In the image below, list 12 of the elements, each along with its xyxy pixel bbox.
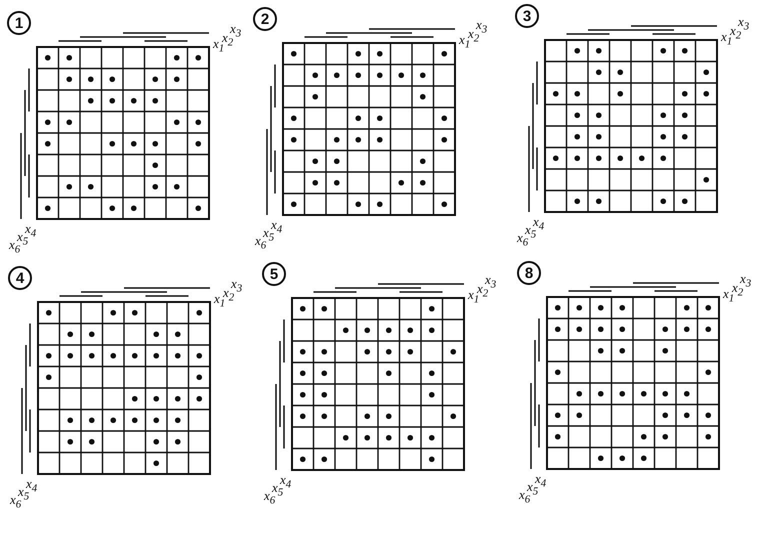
variable-label: x$_{4}$	[533, 215, 544, 232]
panel-number: 4	[8, 266, 32, 290]
variable-label: x$_{4}$	[26, 477, 38, 494]
panel-number: 8	[517, 261, 541, 285]
panel-number: 1	[7, 11, 31, 35]
variable-label: x$_{4}$	[271, 218, 282, 236]
variable-label: x$_{4}$	[535, 472, 546, 490]
panel-number: 5	[262, 262, 286, 286]
panel-number: 2	[253, 7, 277, 31]
variable-label: x$_{4}$	[25, 222, 36, 240]
panel-number: 3	[515, 4, 539, 28]
variable-label: x$_{4}$	[280, 473, 292, 490]
